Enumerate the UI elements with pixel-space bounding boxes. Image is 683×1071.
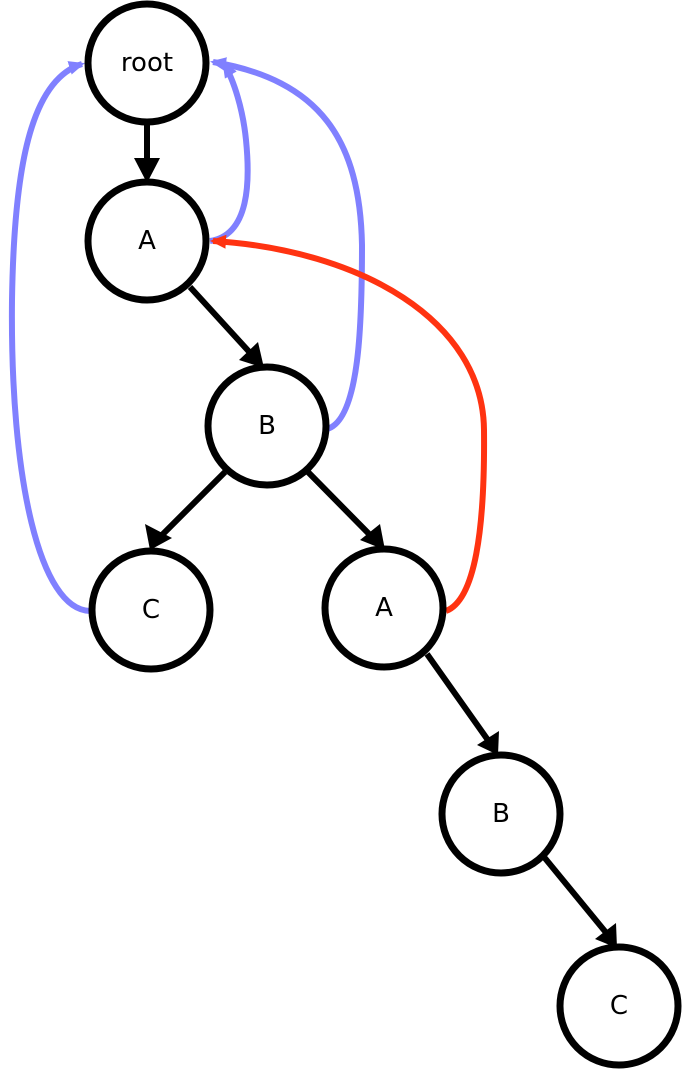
node-b1-label: B <box>258 411 276 441</box>
suffix-link-c1-to-root <box>8 61 91 614</box>
node-a2-label: A <box>375 593 393 623</box>
edge-a2-to-b2-head <box>477 731 499 755</box>
node-root-label: root <box>121 48 173 78</box>
node-c2: C <box>556 943 682 1069</box>
edge-a1-to-b1-head <box>239 342 264 368</box>
edge-a1-to-b1 <box>187 284 256 359</box>
back-links <box>8 57 488 614</box>
edge-a2-to-b2 <box>424 652 493 745</box>
failure-link-a2-to-a1 <box>210 234 488 614</box>
node-root: root <box>84 0 210 126</box>
edge-root-to-a1-head <box>134 158 160 183</box>
nodes: root A B C A B C <box>84 0 682 1069</box>
edge-b1-to-c1 <box>157 469 228 540</box>
node-b2-label: B <box>492 799 510 829</box>
node-a1-label: A <box>138 226 156 256</box>
node-b1: B <box>204 363 330 489</box>
node-c1: C <box>88 547 214 673</box>
edge-b1-to-c1-head <box>145 524 172 550</box>
node-a2: A <box>321 545 447 671</box>
tree-edges <box>134 123 617 948</box>
node-c2-label: C <box>610 991 628 1021</box>
edge-b1-to-a2-head <box>360 524 385 550</box>
suffix-link-b1-to-root <box>210 57 366 432</box>
node-c1-label: C <box>142 595 160 625</box>
edge-b1-to-a2 <box>303 467 376 541</box>
suffix-link-a1-to-root <box>209 61 251 244</box>
node-b2: B <box>438 751 564 877</box>
node-a1: A <box>84 178 210 304</box>
edge-b2-to-c2 <box>541 855 611 937</box>
edge-b2-to-c2-head <box>595 923 617 948</box>
